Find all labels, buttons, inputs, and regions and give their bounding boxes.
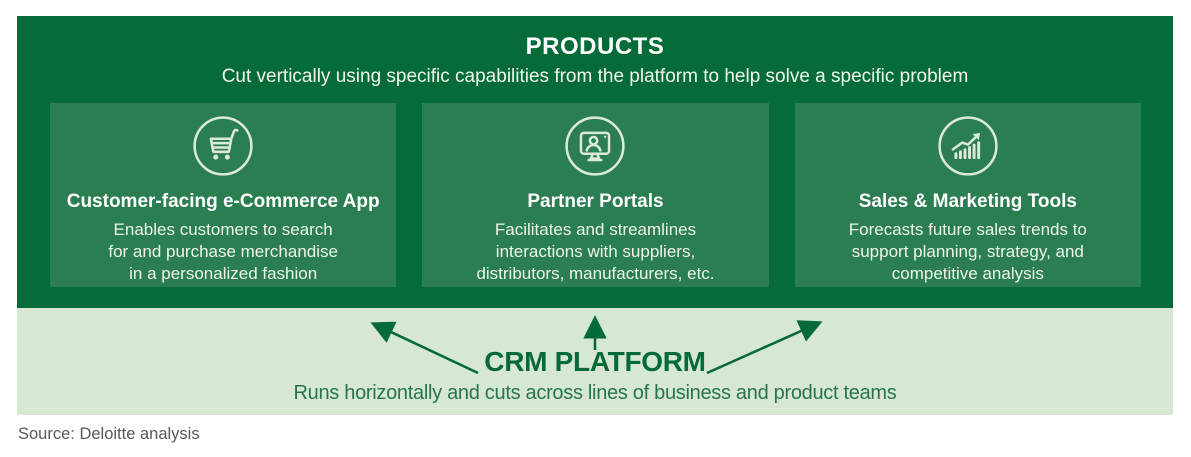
product-cards-row: Customer-facing e-Commerce App Enables c… [17, 103, 1173, 287]
card-description: Enables customers to search for and purc… [108, 220, 338, 283]
source-note: Source: Deloitte analysis [18, 425, 200, 443]
crm-platform-panel: CRM PLATFORM Runs horizontally and cuts … [17, 308, 1173, 415]
card-partner-portals: Partner Portals Facilitates and streamli… [422, 103, 769, 287]
products-subtitle: Cut vertically using specific capabiliti… [221, 66, 969, 87]
sales-trend-chart-icon [937, 115, 999, 177]
card-description: Facilitates and streamlines interactions… [476, 220, 715, 283]
card-ecommerce-app: Customer-facing e-Commerce App Enables c… [50, 103, 397, 287]
card-title: Sales & Marketing Tools [858, 191, 1077, 212]
card-description: Forecasts future sales trends to support… [848, 220, 1087, 283]
card-title: Partner Portals [527, 191, 664, 212]
shopping-cart-icon [192, 115, 254, 177]
card-sales-marketing-tools: Sales & Marketing Tools Forecasts future… [794, 103, 1141, 287]
products-title: PRODUCTS [525, 33, 665, 60]
crm-platform-subtitle: Runs horizontally and cuts across lines … [293, 382, 897, 404]
partner-portal-monitor-icon [564, 115, 626, 177]
products-panel: PRODUCTS Cut vertically using specific c… [17, 16, 1173, 308]
card-title: Customer-facing e-Commerce App [66, 191, 380, 212]
crm-platform-title: CRM PLATFORM [484, 346, 706, 377]
